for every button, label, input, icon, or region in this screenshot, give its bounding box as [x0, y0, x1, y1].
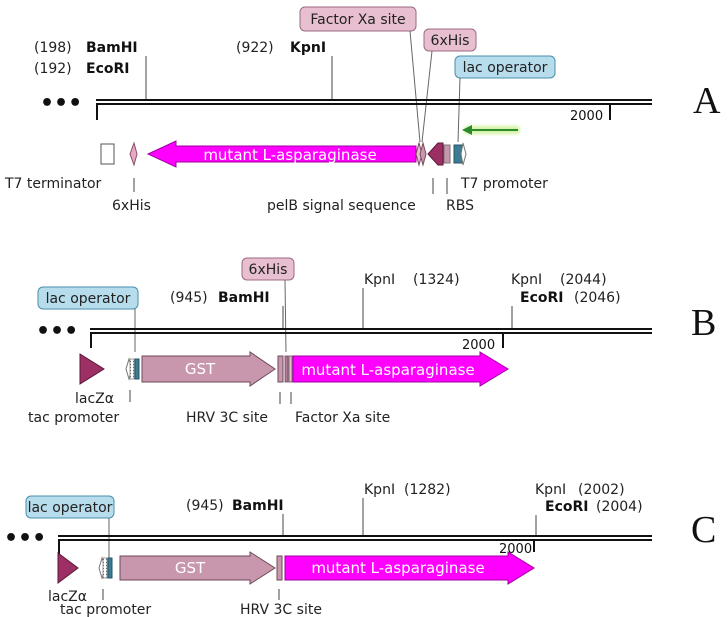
asparaginase-label: mutant L-asparaginase [311, 559, 484, 577]
t7-promoter-glyph [460, 142, 467, 166]
lac-operator-tag-label: lac operator [28, 500, 113, 516]
ecori-site-label: EcoRI [86, 61, 129, 77]
lac-operator-pointer [457, 77, 461, 143]
tac-promoter-hatch [129, 358, 135, 380]
panel-a: (198) BamHI (192) EcoRI (922) KpnI Facto… [4, 6, 721, 214]
panel-b: lac operator 6xHis (945) BamHI KpnI (132… [28, 257, 716, 426]
ecori-site-label: EcoRI [520, 290, 563, 306]
kpni-position-label: (1324) [413, 272, 460, 288]
t7-terminator-box [100, 143, 115, 165]
lac-operator-tag-box [454, 55, 556, 79]
factor-xa-tag-label: Factor Xa site [310, 12, 405, 28]
backbone-ellipsis: ••• [40, 91, 82, 116]
tac-promoter-label: tac promoter [60, 602, 151, 617]
his-tag-pointer [284, 279, 287, 353]
gst-label: GST [185, 360, 216, 378]
his-tag-glyph [129, 141, 138, 167]
promoter-arrow-head-icon [462, 125, 472, 135]
asparaginase-arrow [292, 351, 509, 387]
kpni-position-label: (922) [236, 40, 274, 56]
bamhi-position-label: (945) [186, 498, 224, 514]
backbone-ellipsis: ••• [4, 526, 46, 551]
backbone-ellipsis: ••• [36, 319, 78, 344]
bamhi-position-label: (198) [34, 40, 72, 56]
rbs-label: RBS [446, 198, 474, 214]
ecori-position-label: (2004) [596, 499, 643, 515]
lac-operator-glyph [134, 358, 140, 380]
kpni-position-label: (1282) [404, 482, 451, 498]
asparaginase-label: mutant L-asparaginase [203, 146, 376, 164]
lacz-alpha-arrow [57, 552, 79, 584]
kpni-site-label: KpnI [364, 272, 395, 288]
panel-label-c: C [691, 509, 716, 551]
lac-operator-tag-box [37, 286, 139, 310]
his-tag-label: 6xHis [431, 33, 470, 49]
kpni-second-site-label: KpnI [535, 482, 566, 498]
lacz-alpha-label: lacZα [48, 589, 87, 605]
gst-arrow [141, 351, 276, 387]
scale-tick-label: 2000 [499, 542, 532, 557]
kpni-second-position-label: (2044) [560, 272, 607, 288]
scale-tick-label: 2000 [570, 109, 603, 124]
pelb-label: pelB signal sequence [267, 198, 416, 214]
his-tag-glyph [284, 355, 289, 383]
gst-label: GST [175, 559, 206, 577]
bamhi-site-label: BamHI [218, 290, 270, 306]
his-tag-bottom-label: 6xHis [112, 198, 151, 214]
lac-operator-tag-label: lac operator [46, 291, 131, 307]
his-tag-label: 6xHis [249, 262, 288, 278]
his-tag-pointer [421, 50, 433, 143]
panel-label-b: B [691, 302, 716, 344]
rbs-glyph [443, 144, 451, 164]
factor-xa-bottom-label: Factor Xa site [295, 410, 390, 426]
ecori-site-label: EcoRI [545, 499, 588, 515]
bamhi-site-label: BamHI [86, 40, 138, 56]
kpni-second-position-label: (2002) [578, 482, 625, 498]
factor-xa-tag-box [299, 6, 417, 32]
ecori-position-label: (2046) [574, 290, 621, 306]
lac-operator-glyph [107, 557, 113, 579]
his-tag-box [423, 28, 477, 52]
tac-promoter-hatch [102, 557, 108, 579]
kpni-site-label: KpnI [364, 482, 395, 498]
scale-tick-label: 2000 [462, 338, 495, 353]
his-tag-glyph-2 [419, 141, 427, 167]
kpni-second-site-label: KpnI [511, 272, 542, 288]
asparaginase-arrow [284, 551, 535, 585]
lac-operator-tag-label: lac operator [463, 60, 548, 76]
asparaginase-label: mutant L-asparaginase [301, 361, 474, 379]
pelb-signal-arrow [427, 142, 444, 166]
hrv-3c-label: HRV 3C site [186, 410, 268, 426]
gst-arrow [119, 551, 276, 585]
t7-promoter-label: T7 promoter [460, 176, 548, 192]
lacz-alpha-label: lacZα [75, 391, 114, 407]
bamhi-position-label: (945) [170, 290, 208, 306]
lacz-alpha-arrow [79, 353, 105, 385]
factor-xa-pointer [409, 30, 421, 143]
panel-c: lac operator (945) BamHI KpnI (1282) Kpn… [4, 482, 716, 617]
hrv-3c-glyph [277, 355, 284, 383]
factor-xa-glyph [288, 355, 293, 383]
his-tag-box [241, 257, 295, 281]
ecori-position-label: (192) [34, 61, 72, 77]
hrv-3c-label: HRV 3C site [240, 602, 322, 617]
lac-operator-tag-box [25, 495, 115, 519]
panel-label-a: A [693, 80, 721, 122]
t7-terminator-label: T7 terminator [4, 176, 102, 192]
tac-promoter-label: tac promoter [28, 410, 119, 426]
hrv-3c-glyph [276, 555, 283, 581]
bamhi-site-label: BamHI [232, 498, 284, 514]
kpni-site-label: KpnI [290, 40, 326, 56]
